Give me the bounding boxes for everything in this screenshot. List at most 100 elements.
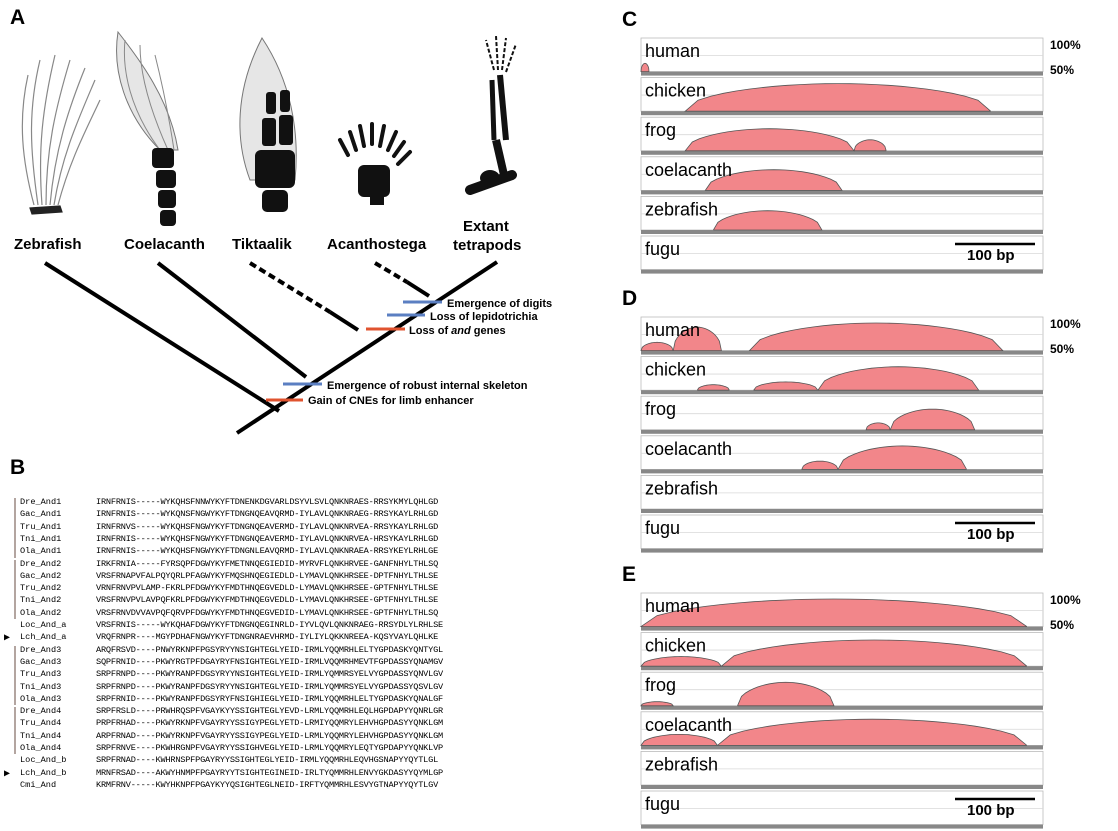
sequence-residues: ARQFRSVD----PNWYRKNPFPGSYRYYNSIGHTEGLYEI… bbox=[96, 644, 443, 655]
track-baseline bbox=[641, 269, 1043, 274]
sequence-name: Gac_And1 bbox=[20, 509, 62, 520]
track-baseline bbox=[641, 429, 1043, 434]
track-frame bbox=[640, 514, 1044, 549]
sequence-residues: SRPFRNPD----PKWYRANPFDGSYRYYNSIGHTEGLYEI… bbox=[96, 669, 443, 680]
species-label: zebrafish bbox=[645, 199, 718, 219]
conservation-track: fugu bbox=[640, 514, 1044, 553]
pct-50-label: 50% bbox=[1050, 342, 1074, 356]
sequence-name: Tru_And1 bbox=[20, 521, 62, 532]
conserved-peak bbox=[640, 656, 723, 667]
sequence-name: Gac_And2 bbox=[20, 570, 62, 581]
conserved-peak bbox=[640, 341, 674, 352]
species-label: coelacanth bbox=[645, 715, 732, 735]
conservation-track: chicken bbox=[640, 77, 1044, 116]
sequence-residues: VRQFRNPR----MGYPDHAFNGWYKYFTDNGNRAEVHRMD… bbox=[96, 632, 439, 643]
species-label: coelacanth bbox=[645, 160, 732, 180]
track-baseline bbox=[641, 626, 1043, 631]
conserved-peak bbox=[801, 460, 839, 470]
sequence-residues: VRSFRNVDVVAVPQFQRVPFDGWYKYFMDTHNQEGVEDID… bbox=[96, 607, 439, 618]
panel-letter-e: E bbox=[622, 563, 637, 586]
conserved-peak bbox=[696, 384, 730, 391]
sequence-residues: IRNFRNIS-----WYKQHSFNGWYKYFTDNGNLEAVQRMD… bbox=[96, 546, 439, 557]
conserved-peak bbox=[748, 322, 1004, 352]
paralog-group-bracket bbox=[14, 498, 16, 558]
tetrapod-limb-illustration bbox=[465, 35, 517, 195]
sequence-residues: IRNFRNIS-----WYKQHSFNGWYKYFTDNGNQEAVERMD… bbox=[96, 533, 439, 544]
species-label: human bbox=[645, 41, 700, 61]
sequence-residues: SQPFRNID----PKWYRGTPFDGAYRYFNSIGHTEGLYEI… bbox=[96, 656, 443, 667]
track-baseline bbox=[641, 745, 1043, 750]
acanthostega-limb-illustration bbox=[338, 122, 412, 205]
sequence-residues: SRPFRNID----PKWYRANPFDGSYRYFNSIGHIEGLYEI… bbox=[96, 693, 443, 704]
taxon-label-tetrapods: tetrapods bbox=[453, 237, 521, 254]
conserved-peak bbox=[640, 62, 650, 72]
sequence-name: Dre_And4 bbox=[20, 706, 62, 717]
conservation-track: frog bbox=[640, 671, 1044, 710]
species-label: fugu bbox=[645, 239, 680, 259]
paralog-group-bracket bbox=[14, 645, 16, 706]
sequence-name: Gac_And3 bbox=[20, 656, 62, 667]
species-label: fugu bbox=[645, 794, 680, 814]
arrowhead-icon: ▶ bbox=[4, 768, 11, 780]
track-frame bbox=[640, 790, 1044, 825]
sequence-residues: VRSFRNIS-----WYKQHAFDGWYKYFTDNGNQEGINRLD… bbox=[96, 620, 443, 630]
track-baseline bbox=[641, 390, 1043, 395]
track-baseline bbox=[641, 785, 1043, 789]
sequence-residues: IRNFRNIS-----WYKQHSFNNWYKYFTDNENKDGVARLD… bbox=[96, 497, 439, 507]
sequence-residues: SRPFRSLD----PRWHRQSPFVGAYKYYSSIGHTEGLYEV… bbox=[96, 706, 443, 717]
zebrafish-fin-illustration bbox=[21, 54, 101, 215]
digits-event-label: Emergence of digits bbox=[447, 298, 552, 310]
sequence-residues: VRNFRNVPVLAMP-FKRLPFDGWYKYFMDTHNQEGVEDLD… bbox=[96, 583, 439, 594]
pct-100-label: 100% bbox=[1050, 38, 1081, 52]
track-baseline bbox=[641, 350, 1043, 355]
taxon-label-tiktaalik: Tiktaalik bbox=[232, 236, 292, 253]
sequence-residues: SRPFRNPD----PKWYRANPFDGSYRYYNSIGHTEGLYEI… bbox=[96, 681, 443, 692]
conserved-peak bbox=[737, 681, 835, 707]
sequence-residues: KRMFRNV-----KWYHKNPFPGAYKYYQSIGHTEGLNEID… bbox=[96, 779, 439, 790]
conservation-track: coelacanth bbox=[640, 156, 1044, 195]
sequence-residues: VRSFRNVPVLAVPQFKRLPFDGWYKYFMDTHNQEGVEDLD… bbox=[96, 595, 439, 606]
conservation-track: zebrafish bbox=[640, 474, 1044, 513]
conserved-peak bbox=[753, 381, 819, 391]
conservation-track: human bbox=[639, 592, 1044, 631]
cne-event-label: Gain of CNEs for limb enhancer bbox=[308, 395, 474, 407]
sequence-name: Loc_And_a bbox=[20, 620, 67, 630]
conserved-peak bbox=[865, 422, 891, 431]
conserved-peak bbox=[684, 83, 991, 112]
species-label: coelacanth bbox=[645, 439, 732, 459]
pct-100-label: 100% bbox=[1050, 317, 1081, 331]
conservation-panel-d: humanchickenfrogcoelacanthzebrafishfugu1… bbox=[640, 316, 1081, 553]
conservation-track: human bbox=[640, 37, 1044, 76]
tree-branches bbox=[43, 260, 499, 435]
sequence-residues: VRSFRNAPVFALPQYQRLPFAGWYKYFMQSHNQEGIEDLD… bbox=[96, 570, 439, 581]
conservation-plots: humanchickenfrogcoelacanthzebrafishfugu1… bbox=[639, 37, 1081, 829]
species-label: zebrafish bbox=[645, 754, 718, 774]
sequence-residues: SRPFRNVE----PKWHRGNPFVGAYRYYSSIGHVEGLYEI… bbox=[96, 743, 443, 753]
track-frame bbox=[640, 474, 1044, 510]
conservation-track: zebrafish bbox=[640, 751, 1044, 789]
track-baseline bbox=[641, 190, 1043, 195]
conserved-peak bbox=[672, 326, 722, 352]
panel-letter-c: C bbox=[622, 8, 638, 31]
conservation-track: chicken bbox=[640, 632, 1044, 671]
arrowhead-icon: ▶ bbox=[4, 633, 11, 645]
conservation-track: chicken bbox=[640, 356, 1044, 395]
sequence-residues: ARPFRNAD----PKWYRKNPFVGAYRYYSSIGYPEGLYEI… bbox=[96, 730, 443, 741]
track-baseline bbox=[641, 469, 1043, 474]
pct-50-label: 50% bbox=[1050, 63, 1074, 77]
panel-letter-a: A bbox=[10, 6, 26, 29]
conservation-track: frog bbox=[640, 395, 1044, 434]
sequence-name: Cmi_And bbox=[20, 779, 57, 790]
taxon-label-zebrafish: Zebrafish bbox=[14, 236, 82, 253]
track-baseline bbox=[641, 824, 1043, 829]
conservation-track: frog bbox=[640, 116, 1044, 155]
sequence-name: Ola_And4 bbox=[20, 743, 62, 753]
pct-50-label: 50% bbox=[1050, 618, 1074, 632]
coelacanth-fin-illustration bbox=[116, 30, 179, 226]
sequence-name: Lch_And_a bbox=[20, 632, 67, 643]
conserved-peak bbox=[837, 445, 967, 470]
sequence-name: Tru_And2 bbox=[20, 583, 62, 594]
sequence-name: Tru_And4 bbox=[20, 718, 62, 729]
